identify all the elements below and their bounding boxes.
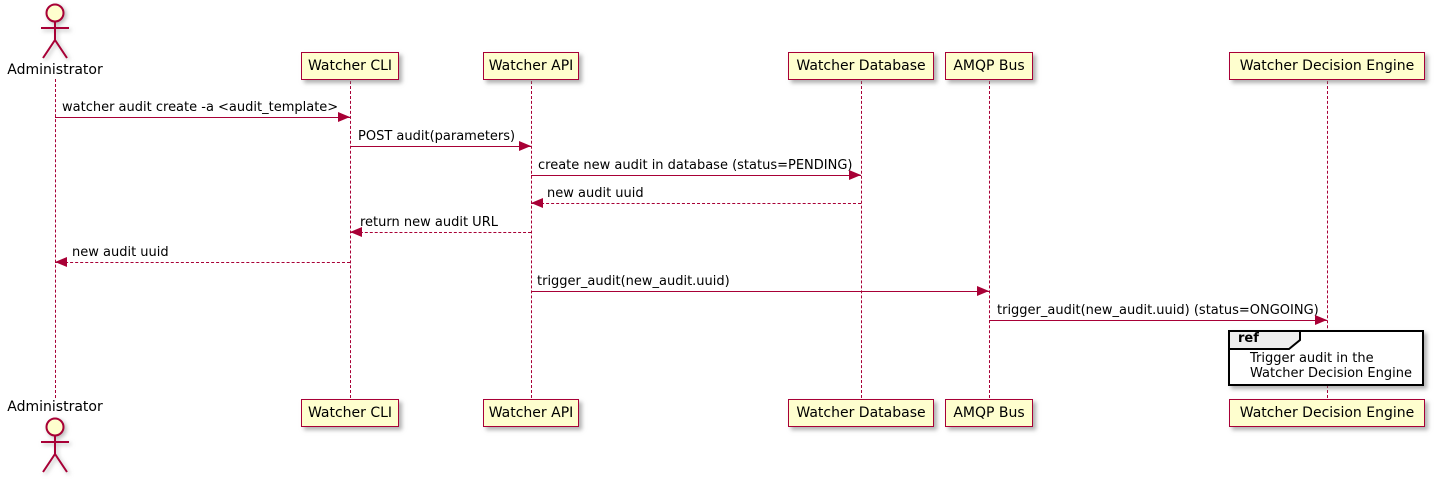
- message-label: new audit uuid: [72, 245, 169, 260]
- participant-box-watcher-database-top: Watcher Database: [788, 52, 934, 80]
- arrowhead-icon: [849, 170, 861, 180]
- participant-box-watcher-cli-bottom: Watcher CLI: [301, 399, 399, 427]
- participant-box-watcher-database-bottom: Watcher Database: [788, 399, 934, 427]
- message-line: [350, 232, 531, 233]
- participant-box-watcher-api-bottom: Watcher API: [483, 399, 579, 427]
- message-line: [531, 291, 989, 292]
- ref-keyword: ref: [1238, 331, 1259, 346]
- actor-administrator-icon: [41, 417, 69, 473]
- participant-box-watcher-api-top: Watcher API: [483, 52, 579, 80]
- participant-box-amqp-bus-top: AMQP Bus: [945, 52, 1033, 80]
- participant-label: Watcher CLI: [307, 58, 393, 74]
- arrowhead-icon: [1315, 315, 1327, 325]
- message-line: [989, 320, 1327, 321]
- participant-box-watcher-cli-top: Watcher CLI: [301, 52, 399, 80]
- message-label: watcher audit create -a <audit_template>: [62, 100, 339, 115]
- participant-label: Watcher CLI: [307, 405, 393, 421]
- message-label: create new audit in database (status=PEN…: [538, 158, 853, 173]
- ref-text-line: Watcher Decision Engine: [1250, 366, 1412, 381]
- arrowhead-icon: [338, 112, 350, 122]
- arrowhead-icon: [55, 257, 67, 267]
- participant-label: Watcher Database: [796, 405, 926, 421]
- message-label: POST audit(parameters): [358, 129, 516, 144]
- lifeline-watcher-decision-engine: [1327, 81, 1328, 398]
- actor-label-administrator-top: Administrator: [7, 62, 103, 78]
- arrowhead-icon: [977, 286, 989, 296]
- participant-label: AMQP Bus: [953, 58, 1025, 74]
- lifeline-watcher-database: [861, 81, 862, 398]
- actor-administrator-icon: [41, 3, 69, 59]
- participant-box-amqp-bus-bottom: AMQP Bus: [945, 399, 1033, 427]
- message-line: [531, 203, 861, 204]
- participant-label: Watcher Database: [796, 58, 926, 74]
- message-label: return new audit URL: [360, 215, 498, 230]
- message-label: trigger_audit(new_audit.uuid): [537, 274, 730, 289]
- arrowhead-icon: [350, 227, 362, 237]
- lifeline-watcher-api: [531, 81, 532, 398]
- participant-label: AMQP Bus: [953, 405, 1025, 421]
- participant-box-watcher-decision-engine-bottom: Watcher Decision Engine: [1229, 399, 1425, 427]
- message-line: [531, 175, 861, 176]
- ref-tab: ref: [1228, 330, 1302, 350]
- participant-label: Watcher Decision Engine: [1239, 405, 1415, 421]
- participant-label: Watcher API: [488, 58, 574, 74]
- ref-fragment: ref Trigger audit in the Watcher Decisio…: [1228, 330, 1424, 386]
- participant-label: Watcher Decision Engine: [1239, 58, 1415, 74]
- arrowhead-icon: [531, 198, 543, 208]
- lifeline-administrator: [55, 79, 56, 398]
- arrowhead-icon: [519, 141, 531, 151]
- participant-box-watcher-decision-engine-top: Watcher Decision Engine: [1229, 52, 1425, 80]
- message-label: trigger_audit(new_audit.uuid) (status=ON…: [997, 303, 1319, 318]
- message-label: new audit uuid: [547, 186, 644, 201]
- lifeline-amqp-bus: [989, 81, 990, 398]
- lifeline-watcher-cli: [350, 81, 351, 398]
- ref-tab-shape-icon: [1228, 330, 1301, 350]
- ref-text-line: Trigger audit in the: [1250, 351, 1374, 366]
- message-line: [55, 262, 350, 263]
- message-line: [55, 117, 350, 118]
- actor-label-administrator-bottom: Administrator: [7, 399, 103, 415]
- participant-label: Watcher API: [488, 405, 574, 421]
- message-line: [350, 146, 531, 147]
